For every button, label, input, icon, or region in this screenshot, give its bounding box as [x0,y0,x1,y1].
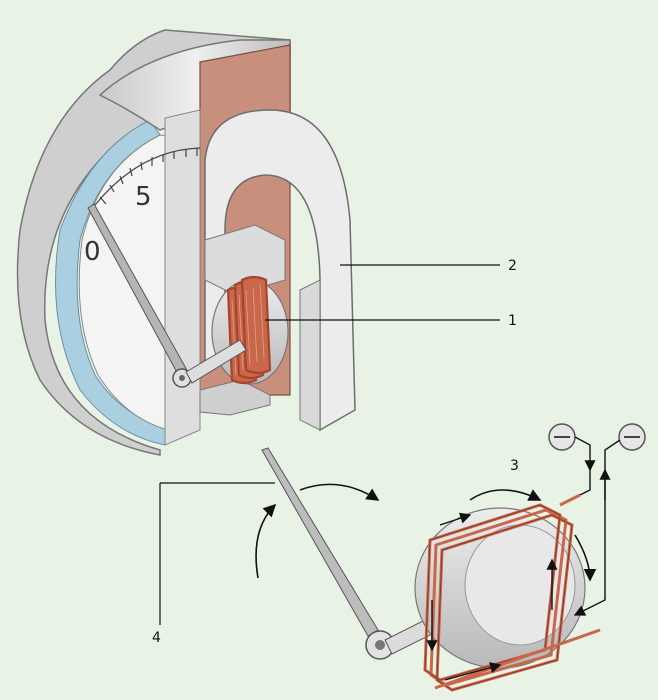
rotation-arrows [255,483,597,582]
permanent-magnet [199,109,356,432]
meter-coil [185,275,289,385]
terminal-screw-right [618,423,646,451]
dial-scale [94,147,201,206]
dial-five-label: 5 [135,182,152,212]
label-4: 4 [152,630,161,646]
label-3: 3 [510,458,519,474]
terminal-screw-left [548,423,576,451]
leader-lines [159,264,500,625]
current-path [426,436,621,681]
label-1: 1 [508,313,517,329]
exploded-coil [414,493,601,692]
dial-zero-label: 0 [84,237,101,267]
label-2: 2 [508,258,517,274]
